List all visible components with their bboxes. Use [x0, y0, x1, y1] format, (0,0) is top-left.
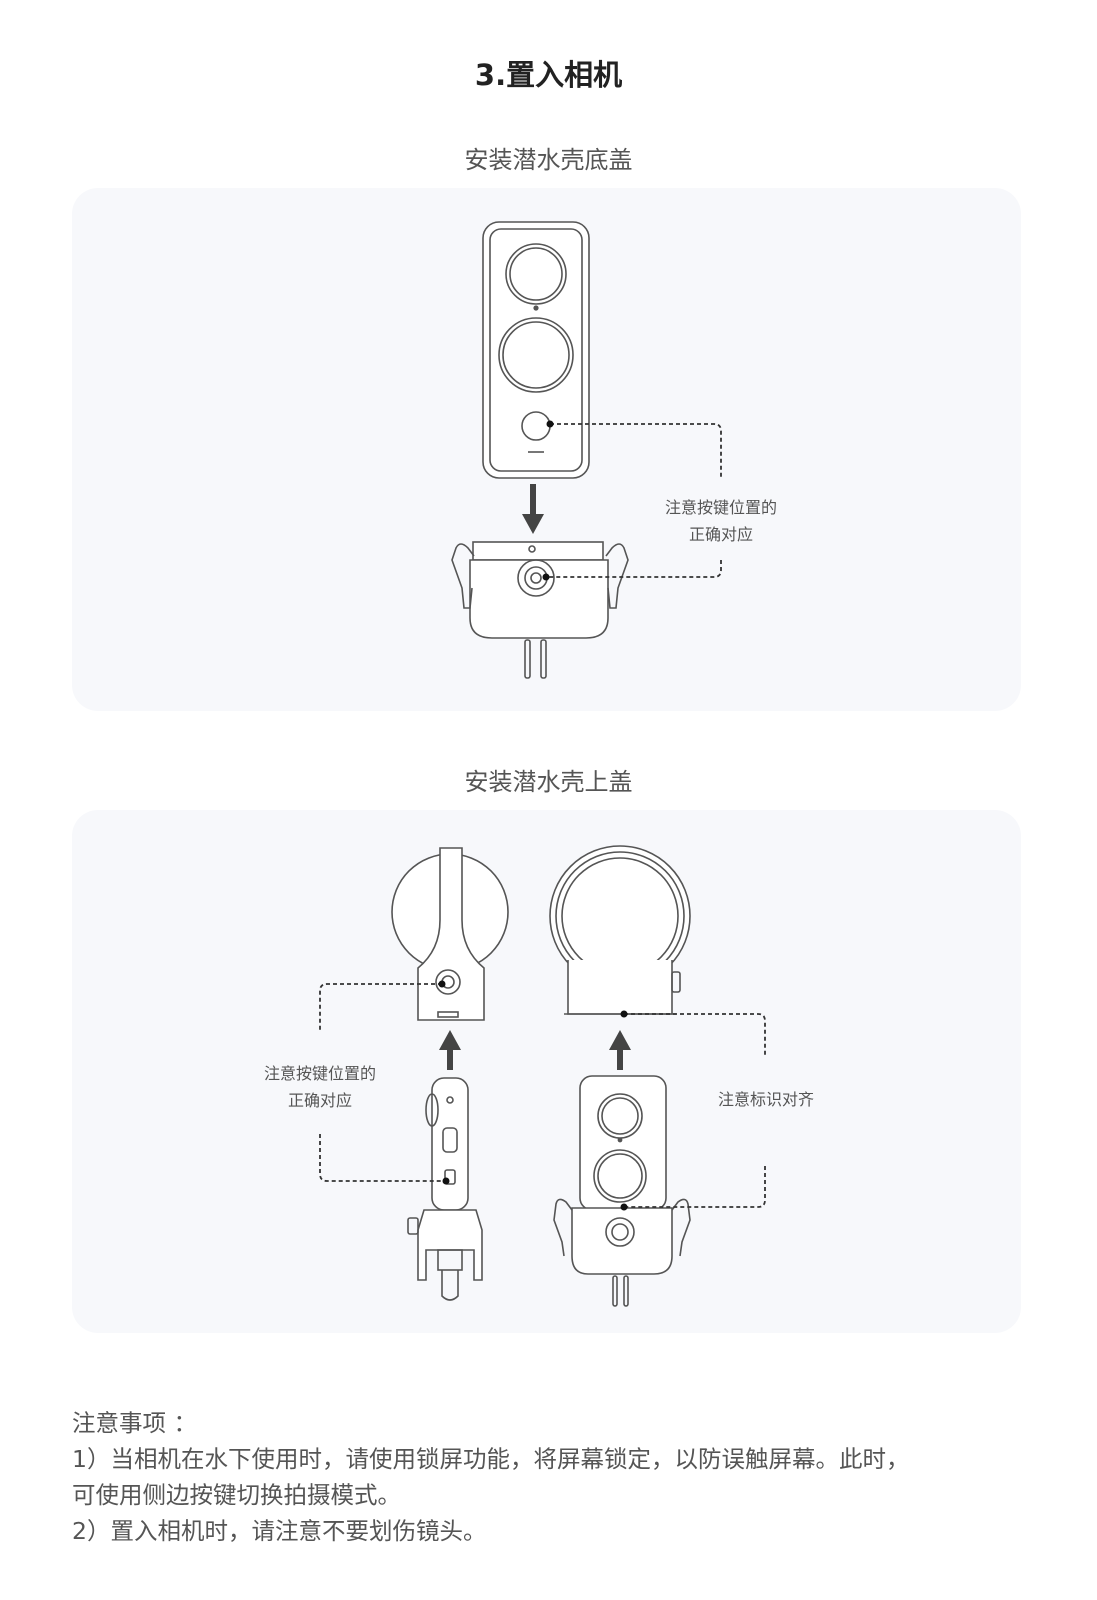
page-title: 3.置入相机 [474, 58, 623, 92]
button-marker-dot [542, 573, 550, 581]
top-cover-side-illustration [391, 847, 509, 1021]
illustration-install-top-cover [319, 845, 766, 1307]
camera-in-bottom-cover-illustration [553, 1075, 691, 1307]
dive-case-bottom-cover-illustration [451, 541, 629, 679]
down-arrow-icon [522, 484, 544, 534]
note-item: 2）置入相机时，请注意不要划伤镜头。 [72, 1517, 487, 1545]
callout-leader-lines [546, 423, 722, 578]
up-arrow-icon [609, 1030, 631, 1070]
button-marker-dot [438, 980, 446, 988]
callout-button-alignment: 注意按键位置的 正确对应 [664, 498, 777, 544]
callout-mark-alignment: 注意标识对齐 [717, 1090, 814, 1109]
notes-section: 注意事项 ： 1）当相机在水下使用时，请使用锁屏功能，将屏幕锁定，以防误触屏幕。… [72, 1405, 1032, 1549]
top-cover-front-illustration [549, 845, 691, 1015]
alignment-marker-dot [620, 1010, 628, 1018]
panel-top-cover: 注意按键位置的 正确对应 注意标识对齐 [72, 810, 1021, 1333]
section-heading-bottom-cover: 安装潜水壳底盖 [464, 146, 633, 174]
notes-heading: 注意事项 ： [72, 1409, 197, 1437]
note-item: 1）当相机在水下使用时，请使用锁屏功能，将屏幕锁定，以防误触屏幕。此时， [72, 1445, 910, 1473]
callout-button-alignment: 注意按键位置的 正确对应 [263, 1064, 376, 1110]
alignment-marker-dot [620, 1203, 628, 1211]
up-arrow-icon [439, 1030, 461, 1070]
section-heading-top-cover: 安装潜水壳上盖 [464, 768, 633, 796]
illustration-install-bottom-cover [451, 221, 722, 679]
button-marker-dot [546, 420, 554, 428]
callout-leader-lines [319, 983, 766, 1208]
camera-front-illustration [482, 221, 590, 479]
note-item: 可使用侧边按键切换拍摄模式。 [72, 1481, 401, 1509]
camera-side-in-bottom-cover-illustration [407, 1077, 483, 1301]
button-marker-dot [442, 1177, 450, 1185]
panel-bottom-cover: 注意按键位置的 正确对应 [72, 188, 1021, 711]
